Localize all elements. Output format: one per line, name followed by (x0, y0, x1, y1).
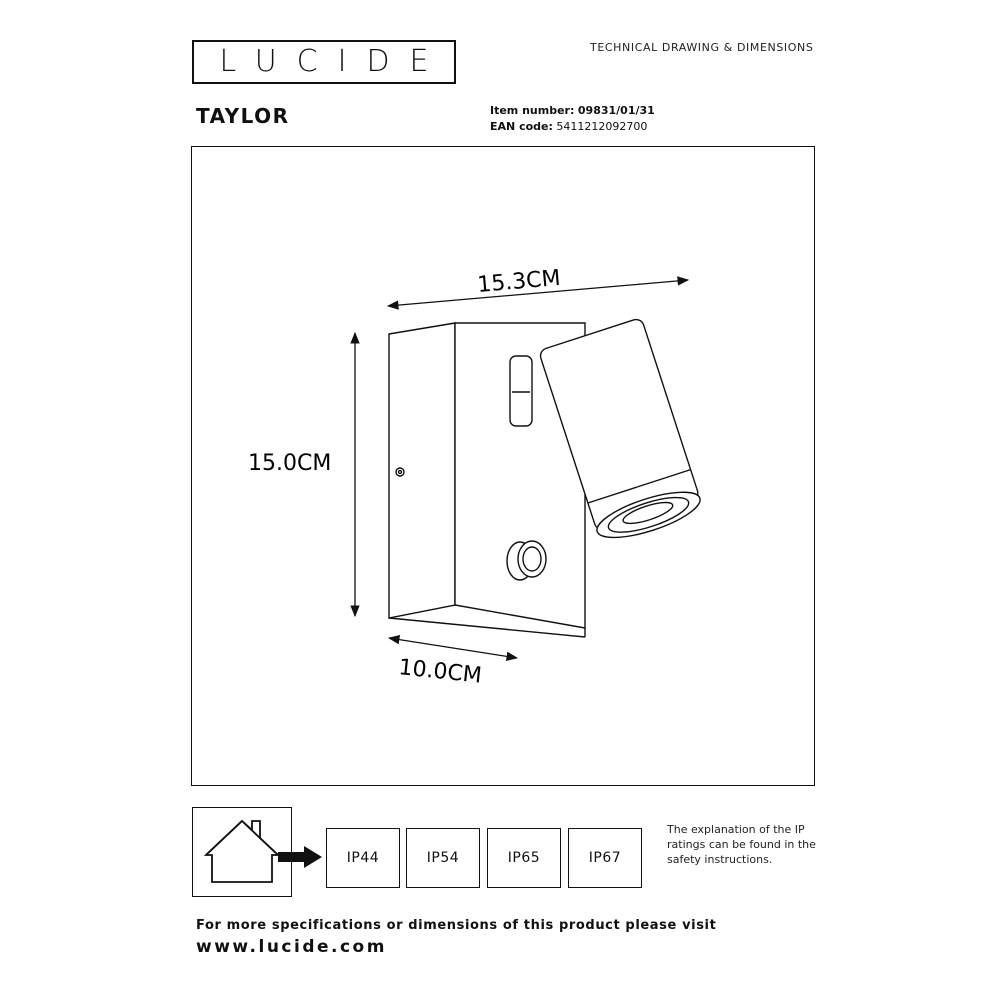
product-meta: Item number: 09831/01/31 EAN code: 54112… (490, 103, 655, 135)
ip-rating-ip67: IP67 (568, 828, 642, 888)
motion-sensor (506, 540, 547, 581)
logo-frame (192, 40, 456, 84)
document-type: TECHNICAL DRAWING & DIMENSIONS (590, 41, 814, 54)
ean-value: 5411212092700 (556, 120, 648, 133)
brand-logo: LUCIDE (219, 44, 449, 79)
height-dimension-label: 15.0CM (248, 451, 331, 476)
depth-dimension-line (387, 635, 519, 661)
length-dimension-line (386, 276, 690, 310)
ip-rating-ip54: IP54 (406, 828, 480, 888)
product-name: TAYLOR (196, 104, 290, 128)
footer-text: For more specifications or dimensions of… (196, 918, 717, 933)
ip-rating-ip44: IP44 (326, 828, 400, 888)
ean-label: EAN code: (490, 120, 553, 133)
length-dimension-label: 15.3CM (476, 266, 561, 298)
item-number-value: 09831/01/31 (577, 104, 655, 117)
ip-rating-ip65: IP65 (487, 828, 561, 888)
item-number-row: Item number: 09831/01/31 (490, 103, 655, 119)
arrow-right-icon (278, 846, 322, 868)
item-number-label: Item number: (490, 104, 575, 117)
house-icon (203, 819, 281, 883)
ean-row: EAN code: 5411212092700 (490, 119, 655, 135)
ip-explanation-note: The explanation of the IP ratings can be… (667, 823, 816, 866)
lamp-drawing (388, 318, 701, 638)
website-link[interactable]: www.lucide.com (196, 937, 387, 957)
technical-drawing-frame (191, 146, 815, 786)
depth-dimension-label: 10.0CM (397, 655, 482, 689)
